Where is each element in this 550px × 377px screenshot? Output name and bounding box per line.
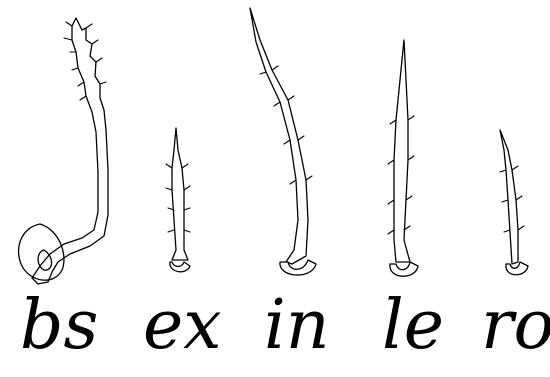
label-le: le (382, 292, 444, 360)
label-ex: ex (143, 292, 222, 360)
seta-in (250, 8, 316, 275)
seta-ro (500, 130, 528, 275)
seta-ex (166, 128, 190, 272)
setae-illustration (0, 0, 550, 290)
label-bs: bs (20, 292, 98, 360)
label-ro: ro (481, 292, 550, 360)
label-in: in (264, 292, 330, 360)
seta-le (388, 40, 418, 276)
seta-bs (19, 18, 108, 284)
